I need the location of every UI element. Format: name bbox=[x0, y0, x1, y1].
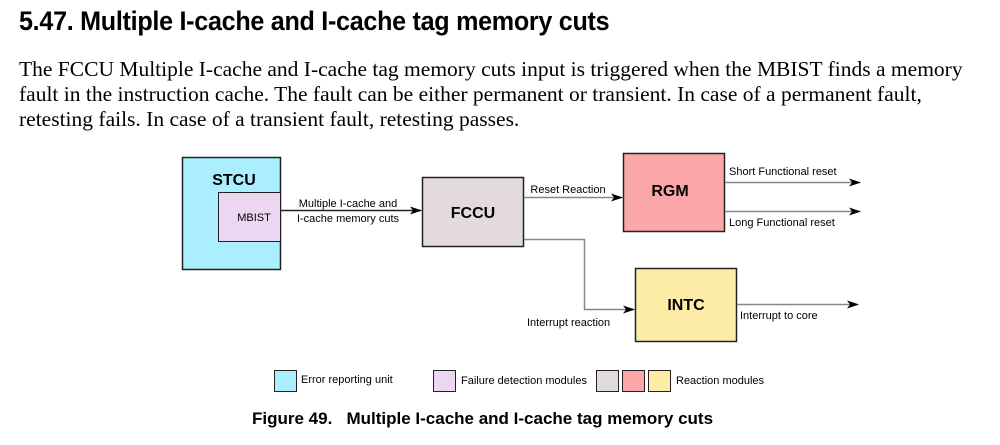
mbist-to-fccu-label-1: Multiple I-cache and bbox=[299, 198, 397, 210]
legend-swatch-reaction-rgm bbox=[622, 370, 645, 392]
section-title: Multiple I-cache and I-cache tag memory … bbox=[80, 6, 610, 36]
rgm-block bbox=[622, 152, 726, 233]
section-number: 5.47. bbox=[19, 6, 74, 36]
reset-reaction-label: Reset Reaction bbox=[530, 184, 605, 196]
rgm-label: RGM bbox=[651, 183, 688, 200]
legend-swatch-error-reporting bbox=[274, 370, 297, 392]
mbist-block bbox=[218, 192, 281, 242]
fccu-label: FCCU bbox=[451, 205, 495, 222]
intc-block bbox=[634, 267, 738, 343]
section-heading: 5.47. Multiple I-cache and I-cache tag m… bbox=[19, 6, 610, 37]
mbist-label: MBIST bbox=[237, 212, 271, 224]
intc-label: INTC bbox=[667, 297, 705, 314]
interrupt-reaction-label: Interrupt reaction bbox=[527, 317, 610, 329]
legend-swatch-failure-detection bbox=[433, 370, 456, 392]
figure-caption: Figure 49. Multiple I-cache and I-cache … bbox=[252, 409, 713, 428]
interrupt-reaction-arrow bbox=[524, 238, 635, 314]
fccu-block bbox=[421, 176, 525, 248]
legend-label-failure-detection: Failure detection modules bbox=[461, 375, 587, 387]
legend-swatch-reaction-intc bbox=[648, 370, 671, 392]
section-body: The FCCU Multiple I-cache and I-cache ta… bbox=[19, 57, 963, 131]
legend-label-error-reporting: Error reporting unit bbox=[301, 374, 393, 386]
legend: Error reporting unit Failure detection m… bbox=[274, 370, 765, 392]
legend-swatch-reaction-fccu bbox=[596, 370, 619, 392]
long-reset-label: Long Functional reset bbox=[729, 217, 835, 229]
mbist-to-fccu-label-2: I-cache memory cuts bbox=[297, 213, 400, 225]
interrupt-to-core-label: Interrupt to core bbox=[740, 310, 818, 322]
stcu-label: STCU bbox=[212, 172, 256, 189]
legend-label-reaction: Reaction modules bbox=[676, 375, 765, 387]
short-reset-label: Short Functional reset bbox=[729, 166, 837, 178]
